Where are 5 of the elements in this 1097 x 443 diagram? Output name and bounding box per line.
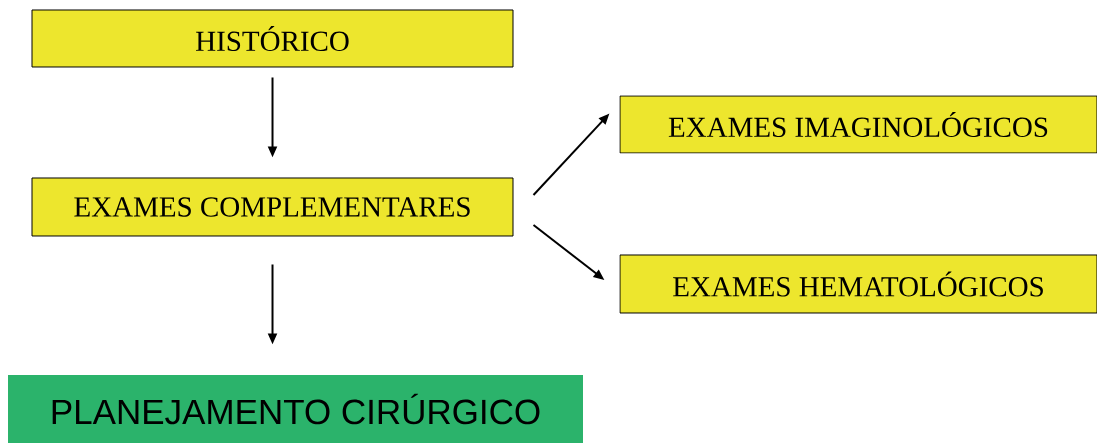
process-box: EXAMES HEMATOLÓGICOS	[619, 254, 1097, 314]
process-box: EXAMES COMPLEMENTARES	[31, 177, 514, 237]
process-box: HISTÓRICO	[31, 9, 514, 68]
process-box: EXAMES IMAGINOLÓGICOS	[619, 95, 1097, 154]
result-box: PLANEJAMENTO CIRÚRGICO	[8, 375, 583, 443]
